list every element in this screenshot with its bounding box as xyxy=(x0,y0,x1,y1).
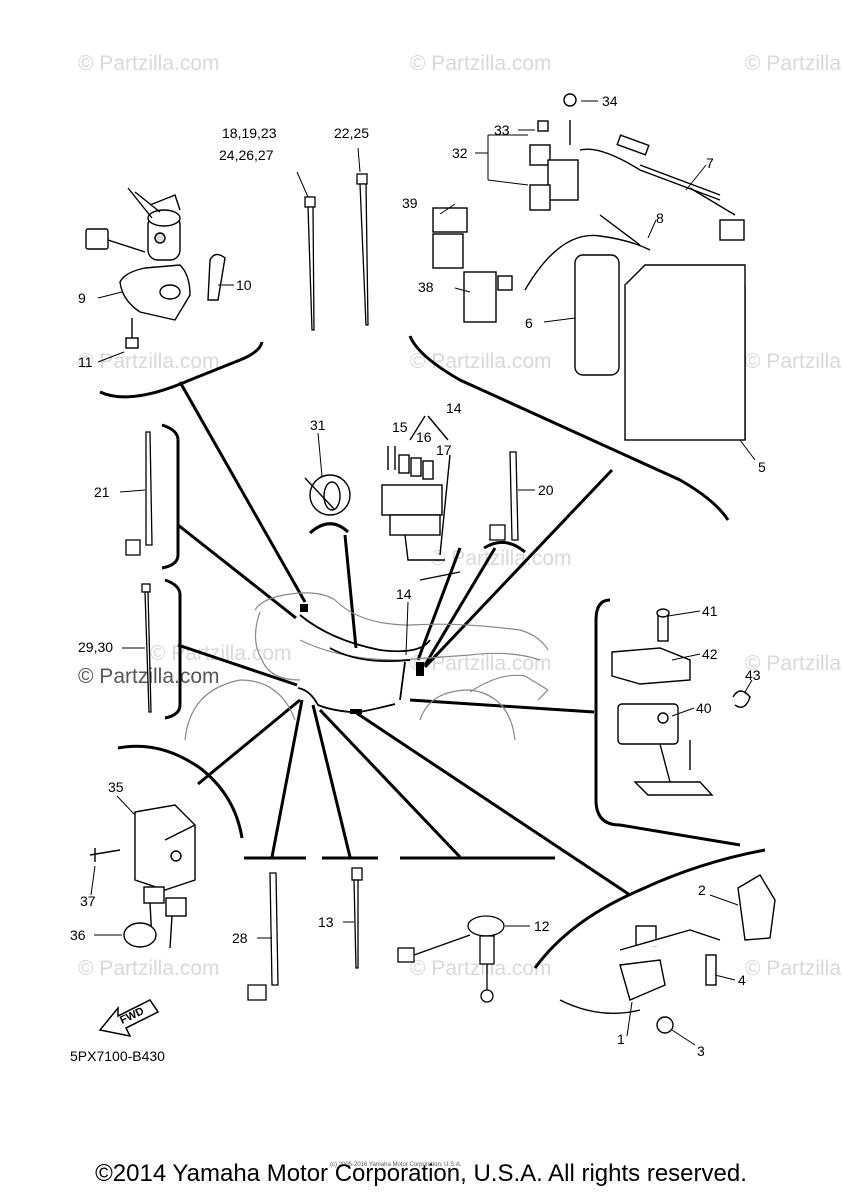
label-21: 21 xyxy=(94,484,110,500)
harness-connector xyxy=(300,604,308,612)
label-5: 5 xyxy=(758,459,766,475)
label-14: 14 xyxy=(446,400,462,416)
label-36: 36 xyxy=(70,927,86,943)
label-15: 15 xyxy=(392,419,408,435)
cable-ties-top xyxy=(304,173,369,331)
label-24-26-27: 24,26,27 xyxy=(219,147,274,163)
bracket-key-switch xyxy=(99,341,264,399)
label-13: 13 xyxy=(318,914,334,930)
label-22-25: 22,25 xyxy=(334,125,369,141)
label-35: 35 xyxy=(108,779,124,795)
bracket-31 xyxy=(308,522,350,535)
switch-mark xyxy=(350,709,362,714)
fuse-box-group xyxy=(304,415,461,581)
watermark: © Partzilla.com xyxy=(78,957,220,980)
motorcycle-outline xyxy=(184,592,549,741)
label-11: 11 xyxy=(78,354,93,370)
label-18-19-23: 18,19,23 xyxy=(222,125,277,141)
copyright-footer: ©2014 Yamaha Motor Corporation, U.S.A. A… xyxy=(95,1160,747,1187)
bracket-40-group xyxy=(594,598,741,847)
label-29-30: 29,30 xyxy=(78,639,113,655)
label-7: 7 xyxy=(706,155,714,171)
watermark: © Partzilla.com xyxy=(150,642,292,665)
watermark: © Partzilla.com xyxy=(410,52,552,75)
watermark: © Partzilla.com xyxy=(410,652,552,675)
label-17: 17 xyxy=(436,442,452,458)
label-leaders xyxy=(90,100,756,1046)
wiring-harness xyxy=(297,614,431,713)
watermark: © Partzilla.com xyxy=(410,350,552,373)
label-42: 42 xyxy=(702,646,718,662)
diagram-code: 5PX7100-B430 xyxy=(70,1048,165,1064)
sidestand-switch-group xyxy=(559,874,776,1034)
label-32: 32 xyxy=(452,145,468,161)
fwd-arrow: FWD xyxy=(98,999,160,1038)
leader-lines xyxy=(177,381,631,897)
bracket-20 xyxy=(483,540,526,554)
label-9: 9 xyxy=(78,290,86,306)
label-31: 31 xyxy=(310,417,326,433)
label-16: 16 xyxy=(416,429,432,445)
label-4: 4 xyxy=(738,972,746,988)
label-41: 41 xyxy=(702,603,718,619)
label-2: 2 xyxy=(698,882,706,898)
watermark: © Partzilla.com xyxy=(745,957,842,980)
label-33: 33 xyxy=(494,122,510,138)
bracket-tie-29 xyxy=(164,578,182,720)
label-12: 12 xyxy=(534,918,550,934)
label-43: 43 xyxy=(745,667,761,683)
lower-parts xyxy=(247,867,505,1003)
part-labels: 34 33 32 7 8 39 38 6 5 18,19,23 24,26,27… xyxy=(70,93,766,1059)
watermark: © Partzilla.com xyxy=(745,52,842,75)
label-40: 40 xyxy=(696,700,712,716)
watermark: © Partzilla.com xyxy=(430,547,572,570)
group-brackets xyxy=(99,335,766,969)
label-10: 10 xyxy=(236,277,252,293)
label-34: 34 xyxy=(602,93,618,109)
cable-ties-side xyxy=(125,431,519,713)
label-39: 39 xyxy=(402,195,418,211)
watermark: © Partzilla.com xyxy=(745,652,842,675)
sensor-group xyxy=(611,608,751,796)
bracket-tie-21 xyxy=(161,423,180,570)
label-1: 1 xyxy=(617,1031,625,1047)
bracket-35 xyxy=(117,744,244,839)
bracket-battery xyxy=(408,335,730,521)
watermark: © Partzilla.com xyxy=(745,350,842,373)
main-switch-assembly xyxy=(85,187,226,349)
label-6: 6 xyxy=(525,315,533,331)
label-14-harness: 14 xyxy=(396,586,412,602)
fine-print: (c) 2005-2016 Yamaha Motor Corporation, … xyxy=(330,1162,462,1168)
watermark: © Partzilla.com xyxy=(78,52,220,75)
label-20: 20 xyxy=(538,482,554,498)
label-38: 38 xyxy=(418,279,434,295)
fuse-box-mark xyxy=(416,662,424,676)
watermark: © Partzilla.com xyxy=(410,957,552,980)
label-3: 3 xyxy=(697,1043,705,1059)
ecu-group xyxy=(89,804,196,949)
label-8: 8 xyxy=(656,210,664,226)
battery-group xyxy=(432,93,746,441)
label-28: 28 xyxy=(232,930,248,946)
bracket-sidestand xyxy=(533,848,766,969)
label-37: 37 xyxy=(80,893,96,909)
